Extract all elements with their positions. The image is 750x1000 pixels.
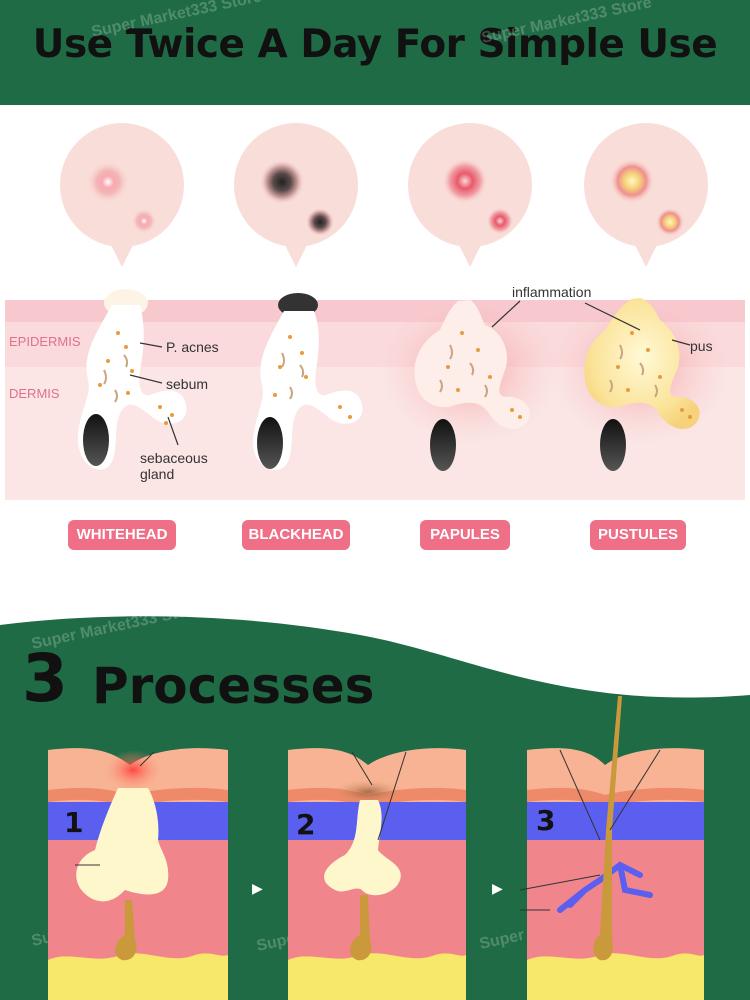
blackhead-follicle bbox=[252, 293, 363, 471]
next-arrow-icon: ▶ bbox=[492, 880, 503, 896]
process-steps-diagram bbox=[48, 696, 704, 1000]
badge-whitehead: WHITEHEAD bbox=[68, 520, 176, 550]
step-number-2: 2 bbox=[296, 808, 316, 841]
whitehead-follicle bbox=[77, 289, 187, 470]
pustules-follicle bbox=[550, 295, 730, 471]
annotation-p-acnes: P. acnes bbox=[166, 339, 219, 355]
processes-title: Processes bbox=[92, 657, 375, 715]
step-number-3: 3 bbox=[536, 804, 556, 837]
bubble-blackhead bbox=[234, 123, 358, 267]
badge-pustules: PUSTULES bbox=[590, 520, 686, 550]
badge-blackhead: BLACKHEAD bbox=[242, 520, 350, 550]
page-title: Use Twice A Day For Simple Use bbox=[32, 22, 718, 67]
annotation-leaders bbox=[129, 300, 691, 446]
annotation-pus: pus bbox=[690, 338, 713, 354]
annotation-inflammation: inflammation bbox=[512, 284, 592, 300]
step-number-1: 1 bbox=[64, 806, 84, 839]
process-step-2 bbox=[288, 748, 466, 1000]
acne-types-diagram bbox=[5, 123, 745, 500]
process-step-1 bbox=[48, 748, 228, 1000]
annotation-sebum: sebum bbox=[166, 376, 209, 392]
badge-papules: PAPULES bbox=[420, 520, 510, 550]
header-banner bbox=[0, 0, 750, 105]
papules-follicle bbox=[380, 295, 560, 471]
annotation-gland: gland bbox=[140, 466, 175, 482]
next-arrow-icon: ▶ bbox=[252, 880, 263, 896]
epidermis-label: EPIDERMIS bbox=[9, 334, 81, 349]
bubble-pustules bbox=[584, 123, 708, 267]
bubble-whitehead bbox=[60, 123, 184, 267]
processes-number: 3 bbox=[22, 640, 68, 717]
bubble-papules bbox=[408, 123, 532, 267]
process-step-3 bbox=[519, 696, 704, 1000]
annotation-sebaceous: sebaceous bbox=[140, 450, 208, 466]
dermis-label: DERMIS bbox=[9, 386, 60, 401]
